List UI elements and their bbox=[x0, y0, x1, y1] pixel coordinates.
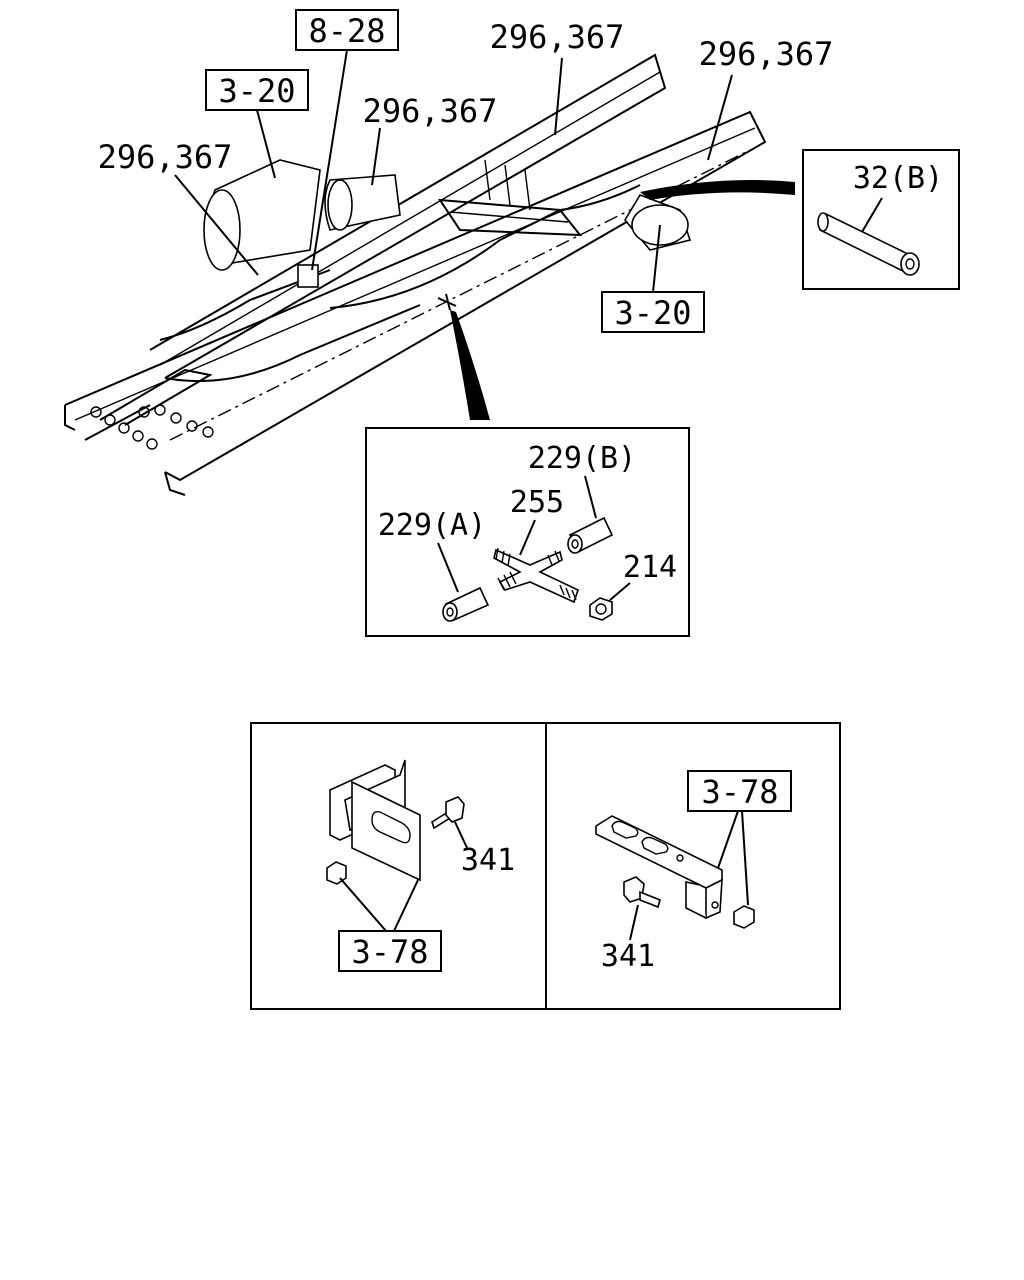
detail-box-fittings: 229(B) 255 229(A) 214 bbox=[365, 310, 690, 637]
bracket-right: 3-78 341 bbox=[595, 770, 792, 974]
svg-text:296,367: 296,367 bbox=[699, 35, 834, 73]
air-tank-left bbox=[203, 159, 321, 271]
sleeve-part-icon bbox=[817, 212, 920, 276]
svg-text:3-20: 3-20 bbox=[218, 72, 295, 110]
cross-fitting-255-icon bbox=[493, 547, 579, 604]
callout-8-28: 8-28 bbox=[295, 9, 399, 271]
svg-text:3-20: 3-20 bbox=[614, 294, 691, 332]
spacer-229b-icon bbox=[567, 516, 614, 554]
bolt-341-right-icon bbox=[623, 876, 661, 909]
svg-text:296,367: 296,367 bbox=[98, 138, 233, 176]
svg-text:296,367: 296,367 bbox=[490, 18, 625, 56]
mount-bracket-small bbox=[297, 264, 319, 288]
frame-holes bbox=[90, 404, 214, 450]
callout-3-20-top: 3-20 bbox=[205, 69, 309, 179]
air-tank-centre bbox=[324, 174, 401, 231]
bracket-left: 341 3-78 bbox=[326, 759, 515, 972]
svg-text:8-28: 8-28 bbox=[308, 12, 385, 50]
air-tank-right bbox=[624, 194, 692, 251]
detail-box-32b: 32(B) bbox=[640, 149, 960, 290]
svg-text:296,367: 296,367 bbox=[363, 92, 498, 130]
callout-296-367-c: 296,367 bbox=[490, 18, 625, 136]
callout-296-367-a: 296,367 bbox=[98, 138, 259, 276]
nut-right-icon bbox=[733, 905, 755, 929]
callout-3-20-mid: 3-20 bbox=[601, 224, 705, 333]
svg-text:229(A): 229(A) bbox=[378, 508, 486, 543]
nut-214-icon bbox=[589, 597, 613, 621]
svg-text:341: 341 bbox=[461, 843, 515, 878]
callout-296-367-b: 296,367 bbox=[363, 92, 498, 186]
spacer-229a-icon bbox=[442, 586, 490, 622]
bolt-341-left-icon bbox=[431, 796, 465, 830]
svg-text:32(B): 32(B) bbox=[853, 161, 943, 196]
svg-text:255: 255 bbox=[510, 485, 564, 520]
svg-text:3-78: 3-78 bbox=[351, 933, 428, 971]
callout-296-367-d: 296,367 bbox=[699, 35, 834, 161]
svg-text:3-78: 3-78 bbox=[701, 773, 778, 811]
svg-text:341: 341 bbox=[601, 939, 655, 974]
svg-text:214: 214 bbox=[623, 550, 677, 585]
svg-text:229(B): 229(B) bbox=[528, 441, 636, 476]
